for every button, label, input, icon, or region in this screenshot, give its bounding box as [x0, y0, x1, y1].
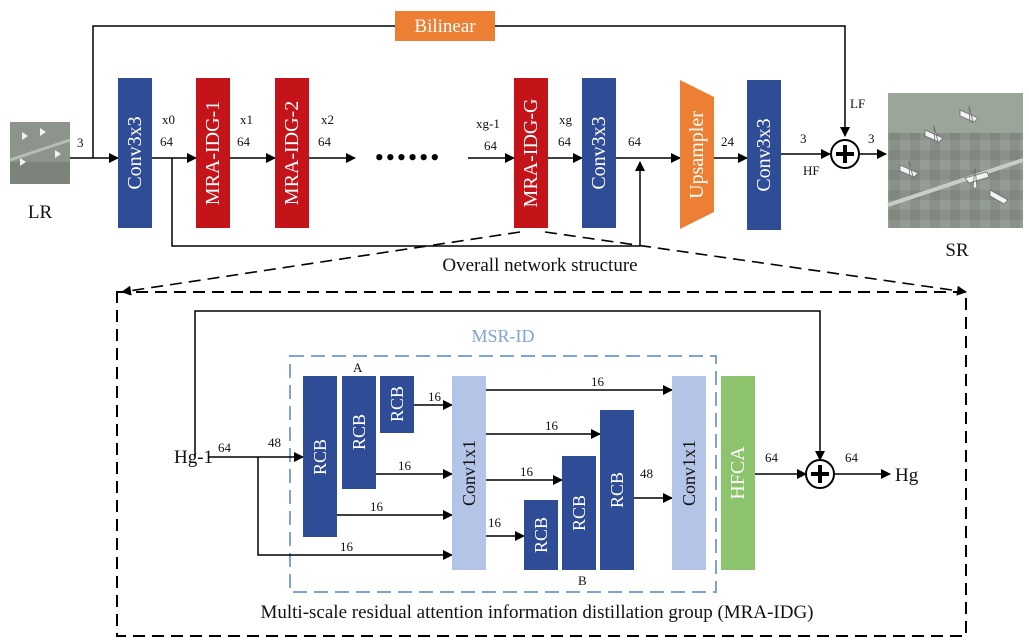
ch-16-b: 16: [370, 499, 384, 514]
mra-idg-g-block: [514, 78, 548, 228]
conv1x1-block-1: [452, 376, 486, 570]
ch-16-c: 16: [398, 458, 412, 473]
hg-1-label: Hg-1: [174, 447, 213, 468]
hg-label: Hg: [895, 465, 919, 486]
rcb-block-6: [600, 410, 634, 570]
lr-image: [9, 122, 71, 184]
conv3x3-output-label: Conv3x3: [753, 118, 775, 191]
mra-idg-1-block: [196, 78, 230, 228]
rcb-label-4: RCB: [531, 517, 551, 553]
add-icon-top: [830, 139, 860, 169]
branch-direct-line: [257, 457, 453, 560]
ch-3-in: 3: [77, 135, 84, 150]
ch-48-mid: 48: [640, 466, 653, 481]
ch-3-hf: 3: [800, 131, 807, 146]
conv3x3-input-label: Conv3x3: [124, 116, 146, 189]
rcb-block-2: [342, 376, 376, 489]
upsampler-label: Upsampler: [686, 111, 708, 199]
xg-1-label: xg-1: [476, 116, 500, 131]
ch-16-e: 16: [591, 374, 605, 389]
rcb-label-1: RCB: [310, 439, 330, 475]
expand-line-right: [544, 231, 967, 296]
add-icon-detail: [805, 459, 835, 489]
ch-48-in: 48: [268, 435, 281, 450]
ch-16-f: 16: [545, 418, 559, 433]
residual-line: [194, 310, 825, 461]
ch-64-x1: 64: [237, 134, 251, 149]
rcb-block-1: [303, 376, 337, 537]
rcb-block-4: [524, 500, 558, 570]
ch-64-out: 64: [845, 450, 859, 465]
bilinear-block: [395, 11, 495, 41]
ch-24: 24: [721, 134, 735, 149]
mra-idg-2-block: [275, 78, 309, 228]
conv3x3-mid-label: Conv3x3: [588, 116, 610, 189]
overall-caption: Overall network structure: [442, 255, 637, 276]
sr-label: SR: [945, 240, 969, 261]
ch-64-in: 64: [218, 440, 232, 455]
point-a-label: A: [353, 360, 363, 375]
bilinear-line-left: [92, 25, 395, 158]
conv1x1-label-2: Conv1x1: [679, 440, 699, 506]
upsampler-block: [680, 80, 714, 229]
conv3x3-mid-block: [582, 78, 616, 228]
mra-idg-detail-frame: [116, 291, 967, 637]
conv1x1-block-2: [672, 376, 706, 570]
conv3x3-output-block: [747, 80, 781, 230]
rcb-label-5: RCB: [569, 495, 589, 531]
xg-label: xg: [559, 112, 573, 127]
x0-label: x0: [162, 112, 175, 127]
ch-64-mid: 64: [628, 134, 642, 149]
ch-3-out: 3: [868, 131, 875, 146]
mra-idg-caption: Multi-scale residual attention informati…: [260, 602, 813, 623]
mra-idg-1-label: MRA-IDG-1: [202, 101, 224, 205]
lf-label: LF: [850, 96, 865, 111]
sr-image: [887, 93, 1024, 228]
hfca-label: HFCA: [727, 446, 749, 500]
point-b-label: B: [578, 573, 587, 588]
expand-line-left: [121, 231, 521, 296]
conv3x3-input-block: [118, 78, 152, 228]
x1-label: x1: [240, 112, 253, 127]
rcb-label-6: RCB: [607, 472, 627, 508]
ch-64-x2: 64: [318, 134, 332, 149]
bilinear-label: Bilinear: [414, 16, 476, 37]
ch-16-a: 16: [340, 539, 354, 554]
ch-16-h: 16: [488, 515, 502, 530]
lr-label: LR: [28, 202, 53, 223]
conv1x1-label-1: Conv1x1: [459, 440, 479, 506]
ch-16-d: 16: [428, 389, 442, 404]
ellipsis-dots: ••••••: [375, 143, 442, 172]
global-skip-line: [171, 158, 645, 247]
ch-16-g: 16: [520, 464, 534, 479]
msr-id-frame: [289, 355, 717, 593]
ch-64-xg: 64: [558, 134, 572, 149]
ch-64-hfca: 64: [765, 450, 779, 465]
bilinear-line-right: [495, 25, 850, 137]
rcb-label-3: RCB: [387, 386, 407, 422]
rcb-block-3: [380, 376, 414, 433]
x2-label: x2: [321, 112, 334, 127]
ch-64-x0: 64: [160, 134, 174, 149]
ch-64-xg-1: 64: [484, 138, 498, 153]
hfca-block: [721, 376, 755, 570]
rcb-block-5: [562, 456, 596, 570]
hf-label: HF: [803, 163, 820, 178]
msr-id-title: MSR-ID: [471, 326, 534, 346]
rcb-label-2: RCB: [349, 414, 369, 450]
mra-idg-2-label: MRA-IDG-2: [281, 101, 303, 205]
mra-idg-g-label: MRA-IDG-G: [520, 99, 542, 208]
